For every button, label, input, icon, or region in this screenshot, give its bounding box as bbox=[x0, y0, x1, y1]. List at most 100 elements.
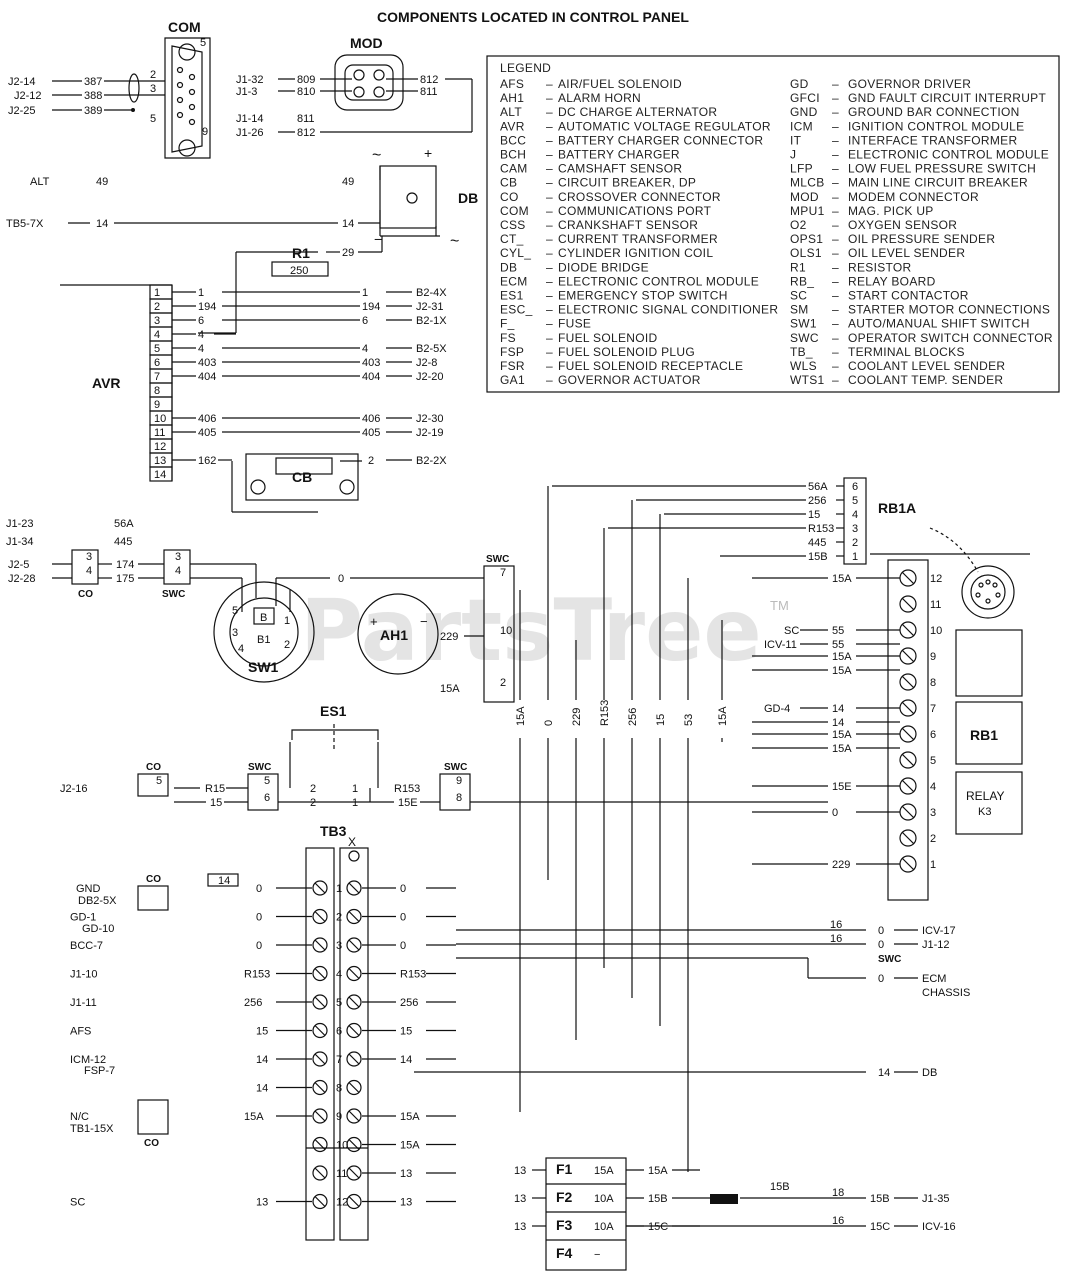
rb1a-wire: R153 bbox=[808, 523, 834, 535]
legend-desc: FUEL SOLENOID PLUG bbox=[558, 345, 695, 359]
tb3-screw-left bbox=[312, 908, 328, 925]
ah1-label: AH1 bbox=[380, 627, 408, 643]
tb3-screw-right bbox=[346, 1108, 362, 1124]
rb1-wire-label: 14 bbox=[832, 717, 844, 729]
db-mount-hole bbox=[406, 192, 418, 204]
es1-row2-p1: 2 bbox=[310, 797, 316, 809]
tb3-co-connector-top bbox=[137, 885, 169, 911]
fuse-rating: 10A bbox=[594, 1193, 614, 1205]
legend-dash: – bbox=[832, 148, 839, 162]
tb5-label: TB5-7X bbox=[6, 218, 44, 230]
sw1-src-j1-23: J1-23 bbox=[6, 518, 34, 530]
avr-wire-right: 194 bbox=[362, 301, 380, 313]
sw1-pin-b1: B1 bbox=[257, 634, 270, 646]
legend-desc: FUEL SOLENOID bbox=[558, 331, 658, 345]
tb3-screw-left bbox=[312, 1079, 328, 1096]
alt-label: ALT bbox=[30, 176, 50, 188]
rb1-wire-label: 15A bbox=[832, 665, 852, 677]
sw1-pin-4: 4 bbox=[238, 643, 244, 655]
avr-wire-left: 162 bbox=[198, 455, 216, 467]
tb3-screw-left bbox=[312, 965, 328, 982]
legend-dash: – bbox=[832, 119, 839, 133]
legend-desc: CRANKSHAFT SENSOR bbox=[558, 218, 698, 232]
tb3-row-number: 9 bbox=[336, 1111, 342, 1123]
trunk-wire-label: 53 bbox=[683, 714, 695, 726]
avr-wire-dest: B2-5X bbox=[416, 343, 447, 355]
legend-code: BCH bbox=[500, 148, 526, 162]
legend-desc: CIRCUIT BREAKER, DP bbox=[558, 176, 696, 190]
r1-wire: 29 bbox=[342, 247, 354, 259]
es1-co-pin: 5 bbox=[156, 775, 162, 787]
legend-code: ALT bbox=[500, 105, 522, 119]
legend-dash: – bbox=[546, 246, 553, 260]
legend-code: GA1 bbox=[500, 373, 525, 387]
legend-dash: – bbox=[832, 303, 839, 317]
tb3-row-right-wire: 15A bbox=[400, 1111, 420, 1123]
db-ac-bottom: ~ bbox=[450, 233, 459, 250]
tb3-co-label-bottom: CO bbox=[144, 1138, 159, 1149]
tb3-row-source: GD-1 bbox=[70, 912, 96, 924]
legend-dash: – bbox=[832, 289, 839, 303]
legend-desc: FUSE bbox=[558, 317, 591, 331]
avr-wire-right: 2 bbox=[368, 455, 374, 467]
legend-dash: – bbox=[832, 331, 839, 345]
co-pin-3: 3 bbox=[86, 551, 92, 563]
es1-row1-wire: R15 bbox=[205, 783, 225, 795]
mod-label: MOD bbox=[350, 35, 383, 51]
tb3-row-number: 8 bbox=[336, 1083, 342, 1095]
tb3-row-left-wire: 14 bbox=[256, 1083, 268, 1095]
tb3-row-right-wire: 0 bbox=[400, 912, 406, 924]
rb1-screw bbox=[899, 751, 917, 769]
legend-desc: GND FAULT CIRCUIT INTERRUPT bbox=[848, 91, 1046, 105]
mod-row3-source: J1-14 bbox=[236, 113, 264, 125]
legend-dash: – bbox=[832, 246, 839, 260]
rb1a-label: RB1A bbox=[878, 500, 916, 516]
rb1-wire-label: 229 bbox=[832, 859, 850, 871]
relay-k3 bbox=[955, 771, 1023, 835]
com-pins bbox=[176, 66, 196, 126]
rb1a-pin-number: 6 bbox=[852, 481, 858, 493]
tb3-row-source: ICM-12 bbox=[70, 1054, 106, 1066]
rb1-term-number: 11 bbox=[930, 599, 941, 611]
output-wire: 0 bbox=[878, 973, 884, 985]
legend-code: BCC bbox=[500, 133, 526, 147]
sw1-wire-174: 174 bbox=[116, 559, 134, 571]
legend-dash: – bbox=[832, 77, 839, 91]
legend-code: CO bbox=[500, 190, 519, 204]
com-row1-source: J2-14 bbox=[8, 76, 36, 88]
legend-code: ECM bbox=[500, 274, 528, 288]
swc-mid-wire: 15A bbox=[440, 683, 460, 695]
fuse-out-wire: 15A bbox=[648, 1165, 668, 1177]
swc-mid-pin-2: 2 bbox=[500, 677, 506, 689]
relay-label: RELAY bbox=[966, 789, 1004, 803]
fuse-out-wire: 15B bbox=[648, 1193, 668, 1205]
rb1-side-panel bbox=[955, 629, 1023, 697]
es1-swc-right-pin-9: 9 bbox=[456, 775, 462, 787]
legend-dash: – bbox=[546, 119, 553, 133]
alt-wire: 49 bbox=[96, 176, 108, 188]
sw1-pin-3: 3 bbox=[232, 627, 238, 639]
output-dest: J1-35 bbox=[922, 1193, 950, 1205]
trunk-wire-label: R153 bbox=[599, 700, 611, 726]
avr-pin-number: 12 bbox=[154, 441, 166, 453]
legend-dash: – bbox=[546, 345, 553, 359]
legend-dash: – bbox=[546, 359, 553, 373]
rb1a-pin-number: 5 bbox=[852, 495, 858, 507]
avr-wire-dest: J2-31 bbox=[416, 301, 444, 313]
fuse-name: F4 bbox=[556, 1245, 573, 1261]
tb3-screw-left bbox=[312, 1165, 328, 1181]
legend-dash: – bbox=[832, 232, 839, 246]
avr-pin-number: 9 bbox=[154, 399, 160, 411]
mod-connector-body bbox=[334, 54, 404, 111]
avr-wire-right: 404 bbox=[362, 371, 380, 383]
rb1-wire-label: 14 bbox=[832, 703, 844, 715]
tb3-screw-right bbox=[346, 1022, 362, 1039]
tb3-label: TB3 bbox=[320, 823, 347, 839]
com-row2-source: J2-12 bbox=[14, 90, 42, 102]
avr-wire-right: 6 bbox=[362, 315, 368, 327]
tb3-screw-left bbox=[312, 994, 328, 1010]
fuse-name: F1 bbox=[556, 1161, 573, 1177]
